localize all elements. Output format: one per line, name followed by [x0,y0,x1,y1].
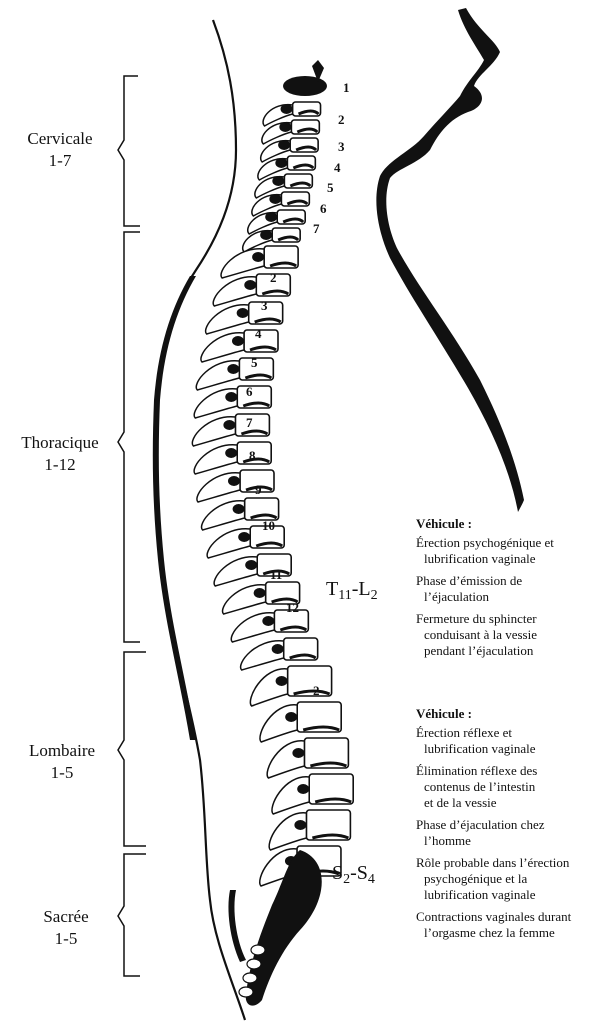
region-range: 1-7 [12,150,108,172]
thoracic-number: 4 [255,326,262,342]
cervical-number: 5 [327,180,334,196]
thoracic-number: 8 [249,448,256,464]
segment-label-s2-s4: S2-S4 [332,862,375,888]
cervical-number: 2 [338,112,345,128]
region-name: Lombaire [12,740,112,762]
region-name: Cervicale [12,128,108,150]
thoracic-number: 2 [270,270,277,286]
region-thoracic-label: Thoracique 1-12 [8,432,112,476]
bracket-lumbar [118,652,146,846]
thoracic-number: 3 [261,298,268,314]
cervical-number: 3 [338,139,345,155]
thoracic-number: 11 [270,567,282,583]
cervical-number: 1 [343,80,350,96]
segment-label-t11-l2: T11-L2 [326,578,378,604]
bracket-cervical [118,76,140,226]
cervical-number: 6 [320,201,327,217]
region-range: 1-12 [8,454,112,476]
cervical-number: 4 [334,160,341,176]
region-name: Thoracique [8,432,112,454]
panel-heading: Véhicule : [416,516,612,532]
thoracic-number: 5 [251,355,258,371]
region-cervical-label: Cervicale 1-7 [12,128,108,172]
lumbar-number: 2 [313,683,320,699]
panel-heading: Véhicule : [416,706,612,722]
thoracic-number: 9 [255,482,262,498]
region-sacral-label: Sacrée 1-5 [20,906,112,950]
thoracic-number: 12 [286,600,299,616]
region-lumbar-label: Lombaire 1-5 [12,740,112,784]
function-item: Érection réflexe etlubrification vaginal… [416,725,612,757]
region-range: 1-5 [12,762,112,784]
region-name: Sacrée [20,906,112,928]
bracket-sacral [118,854,146,976]
thoracic-number: 7 [246,415,253,431]
region-range: 1-5 [20,928,112,950]
thoracic-number: 10 [262,518,275,534]
function-item: Phase d’émission del’éjaculation [416,573,612,605]
bracket-thoracic [118,232,140,642]
cervical-number: 7 [313,221,320,237]
thoracic-number: 6 [246,384,253,400]
